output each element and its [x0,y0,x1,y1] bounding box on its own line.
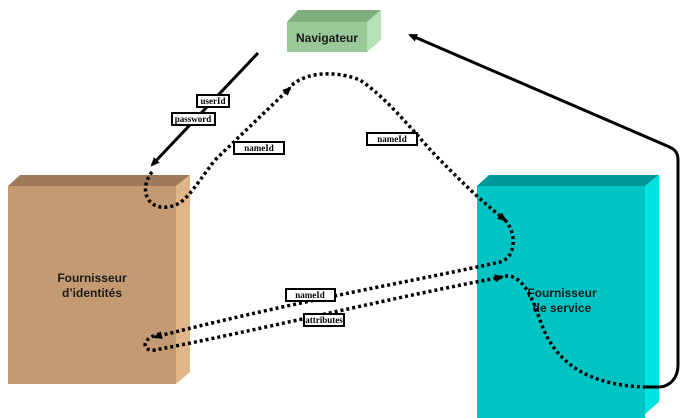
sp-to-browser-return-arrow [408,33,680,389]
browser-side-face [367,10,381,52]
browser-node[interactable]: Navigateur [287,10,381,52]
idp-to-browser-dotted-arrow [143,86,292,209]
service-provider-front-face [477,186,645,418]
identity-provider-side-face [176,175,190,384]
identity-provider-front-face [8,186,176,384]
sp-to-idp-dotted-arrow [153,218,515,340]
message-label-nameid-sp-idp: nameId [285,288,336,302]
browser-label: Navigateur [296,31,358,45]
identity-provider-label-line1: Fournisseur [57,271,127,285]
message-label-password: password [171,112,216,126]
service-provider-top-face [477,175,659,186]
identity-provider-top-face [8,175,190,186]
message-label-userid: userId [196,94,230,108]
browser-front-face [287,22,367,52]
credentials-arrow [150,51,260,167]
service-provider-side-face [645,175,659,414]
message-label-attributes: attributes [303,313,345,327]
identity-provider-node[interactable]: Fournisseur d’identités [8,175,190,384]
service-provider-label-line2: de service [533,301,592,315]
message-label-nameid-idp-browser: nameId [233,141,285,155]
browser-top-face [287,10,381,22]
idp-to-sp-attributes-dotted-arrow [143,274,504,352]
svg-text:nameId: nameId [244,143,274,153]
service-provider-node[interactable]: Fournisseur de service [477,175,659,418]
browser-to-sp-dotted-arrow [290,72,507,222]
identity-provider-label-line2: d’identités [62,286,122,300]
svg-text:userId: userId [200,96,225,106]
svg-text:nameId: nameId [377,134,407,144]
svg-text:attributes: attributes [305,315,343,325]
service-provider-label-line1: Fournisseur [527,286,597,300]
svg-text:password: password [175,114,212,124]
message-label-nameid-browser-sp: nameId [366,132,418,146]
svg-text:nameId: nameId [295,290,325,300]
